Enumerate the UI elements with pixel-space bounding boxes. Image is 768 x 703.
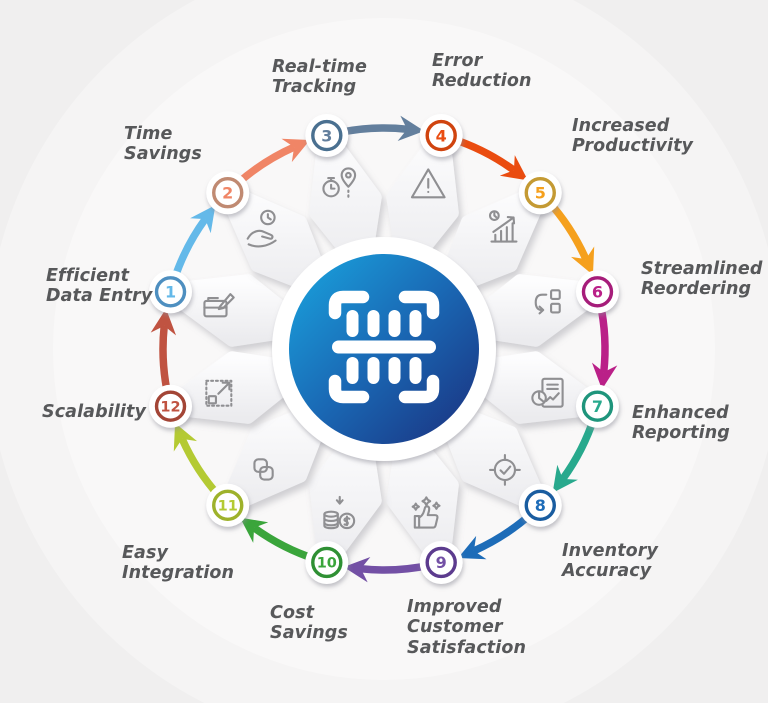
badge-number: 8 (535, 496, 546, 515)
number-badge-8: 8 (518, 483, 562, 527)
number-badge-7: 7 (575, 384, 619, 428)
accuracy-target-icon (488, 453, 521, 486)
number-badge-10: 10 (305, 540, 349, 584)
integration-icon (253, 458, 274, 481)
badge-number: 12 (160, 399, 180, 415)
hand-clock-icon (246, 209, 277, 248)
number-badge-4: 4 (419, 114, 463, 158)
badge-number: 6 (592, 283, 603, 302)
productivity-chart-icon (488, 210, 518, 243)
badge-number: 11 (218, 498, 238, 514)
badge-number: 1 (165, 283, 176, 302)
document-edit-icon (203, 293, 235, 318)
stopwatch-location-icon (322, 167, 357, 201)
number-badge-5: 5 (518, 171, 562, 215)
number-badge-12: 12 (149, 384, 193, 428)
thumbs-up-stars-icon (411, 496, 441, 529)
report-chart-icon (531, 377, 564, 408)
number-badge-3: 3 (305, 114, 349, 158)
number-badge-2: 2 (206, 171, 250, 215)
badge-number: 2 (222, 183, 233, 202)
badge-number: 9 (436, 553, 447, 572)
badge-number: 10 (317, 556, 337, 572)
number-badge-11: 11 (206, 483, 250, 527)
number-badge-6: 6 (575, 270, 619, 314)
badge-number: 5 (535, 183, 546, 202)
reorder-icon (534, 289, 561, 315)
barcode-scan-icon (328, 290, 440, 404)
badge-number: 3 (321, 126, 332, 145)
badge-number: 4 (436, 126, 447, 145)
scalability-icon (205, 379, 233, 407)
badge-number: 7 (592, 397, 603, 416)
number-badge-1: 1 (149, 270, 193, 314)
warning-triangle-icon (410, 168, 446, 199)
number-badge-9: 9 (419, 540, 463, 584)
cost-savings-icon (323, 495, 356, 530)
